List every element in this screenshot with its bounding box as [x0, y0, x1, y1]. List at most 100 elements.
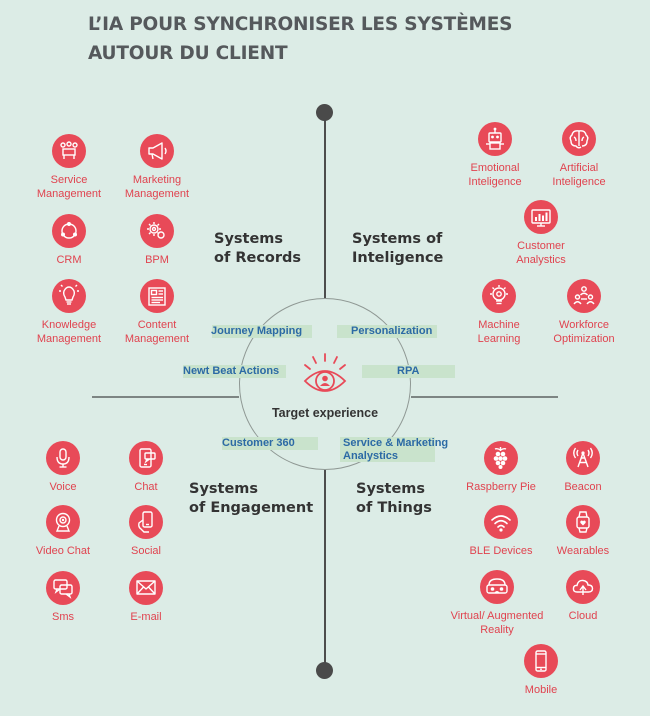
ble-devices-node: BLE Devices	[451, 505, 551, 559]
systems-of-records-title: Systems of Records	[214, 230, 301, 268]
label-line-2: Management	[124, 187, 190, 200]
node-label: Beacon	[533, 481, 633, 495]
robot-icon	[478, 122, 512, 156]
label-line-2: Optimization	[553, 332, 615, 345]
webcam-icon	[46, 505, 80, 539]
gears-icon	[140, 214, 174, 248]
label-line-1: Mobile	[524, 684, 558, 696]
newt-beat-actions-label: Newt Beat Actions	[183, 365, 280, 377]
label-line-1: CRM	[56, 254, 82, 266]
node-label: BPM	[107, 254, 207, 268]
title-line-1: L’IA POUR SYNCHRONISER LES SYSTÈMES	[88, 14, 513, 35]
label-line-2: Learning	[477, 332, 521, 345]
eye-target-icon	[303, 353, 347, 392]
chat-node: Chat	[96, 441, 196, 495]
cloud-node: Cloud	[533, 570, 633, 624]
label-line-1: Emotional	[470, 162, 520, 174]
label-line-1: Marketing	[132, 174, 182, 186]
speech-bubbles-icon	[46, 571, 80, 605]
envelope-icon	[129, 571, 163, 605]
intelligence-title-line-1: Systems of	[352, 231, 443, 247]
label-line-1: Content	[137, 319, 177, 331]
journey-pill	[212, 325, 312, 338]
label-line-2: Management	[124, 332, 190, 345]
node-label: Cloud	[533, 610, 633, 624]
label-line-1: Customer	[517, 240, 565, 252]
lightbulb-icon	[52, 279, 86, 313]
node-label: Social	[96, 545, 196, 559]
label-line-2: Reality	[480, 623, 514, 636]
axis-bottom	[324, 470, 326, 670]
label-line-1: Chat	[134, 481, 158, 493]
label-line-1: Wearables	[556, 545, 610, 557]
node-label: Mobile	[491, 684, 591, 698]
node-label: Raspberry Pie	[451, 481, 551, 495]
newt-pill	[183, 365, 286, 378]
label-line-1: Voice	[49, 481, 77, 493]
personalization-pill	[337, 325, 437, 338]
node-label: BLE Devices	[451, 545, 551, 559]
label-line-1: Service	[50, 174, 88, 186]
axis-left	[92, 396, 239, 398]
label-line-1: Social	[131, 545, 161, 557]
label-line-2: Analystics	[516, 253, 566, 266]
beacon-node: Beacon	[533, 441, 633, 495]
journey-mapping-label: Journey Mapping	[211, 325, 303, 337]
node-label: Video Chat	[13, 545, 113, 559]
social-node: Social	[96, 505, 196, 559]
axis-bottom-endpoint	[316, 662, 333, 679]
vr-headset-icon	[480, 570, 514, 604]
service-marketing-line-2: Analystics	[343, 450, 399, 462]
customer360-pill	[222, 437, 318, 450]
service-marketing-label: Service & Marketing Analystics	[343, 437, 448, 463]
raspberry-pie-node: Raspberry Pie	[451, 441, 551, 495]
axis-top-endpoint	[316, 104, 333, 121]
label-line-1: Virtual/ Augmented	[450, 610, 544, 622]
engagement-title-line-1: Systems	[189, 481, 259, 497]
wifi-icon	[484, 505, 518, 539]
label-line-1: Machine	[478, 319, 520, 331]
raspberry-icon	[484, 441, 518, 475]
things-title-line-1: Systems	[356, 481, 426, 497]
sms-node: Sms	[13, 571, 113, 625]
cloud-icon	[566, 570, 600, 604]
label-line-1: BLE Devices	[469, 545, 533, 557]
label-line-1: Cloud	[568, 610, 598, 622]
axis-right	[411, 396, 558, 398]
megaphone-icon	[140, 134, 174, 168]
watch-icon	[566, 505, 600, 539]
label-line-1: Sms	[52, 611, 74, 623]
records-title-line-2: of Records	[214, 250, 302, 266]
personalization-label: Personalization	[351, 325, 433, 337]
node-label: Wearables	[533, 545, 633, 559]
node-label: E-mail	[96, 611, 196, 625]
node-label: CRM	[19, 254, 119, 268]
beacon-icon	[566, 441, 600, 475]
title-line-2: AUTOUR DU CLIENT	[88, 43, 288, 64]
brain-icon	[562, 122, 596, 156]
bpm-node: BPM	[107, 214, 207, 268]
service-marketing-line-1: Service & Marketing	[343, 437, 449, 449]
systems-of-intelligence-title: Systems of Inteligence	[352, 230, 443, 268]
label-line-1: Knowledge	[41, 319, 97, 331]
email-node: E-mail	[96, 571, 196, 625]
label-line-2: Inteligence	[552, 175, 606, 188]
things-title-line-2: of Things	[356, 500, 432, 516]
wearables-node: Wearables	[533, 505, 633, 559]
node-label: Sms	[13, 611, 113, 625]
